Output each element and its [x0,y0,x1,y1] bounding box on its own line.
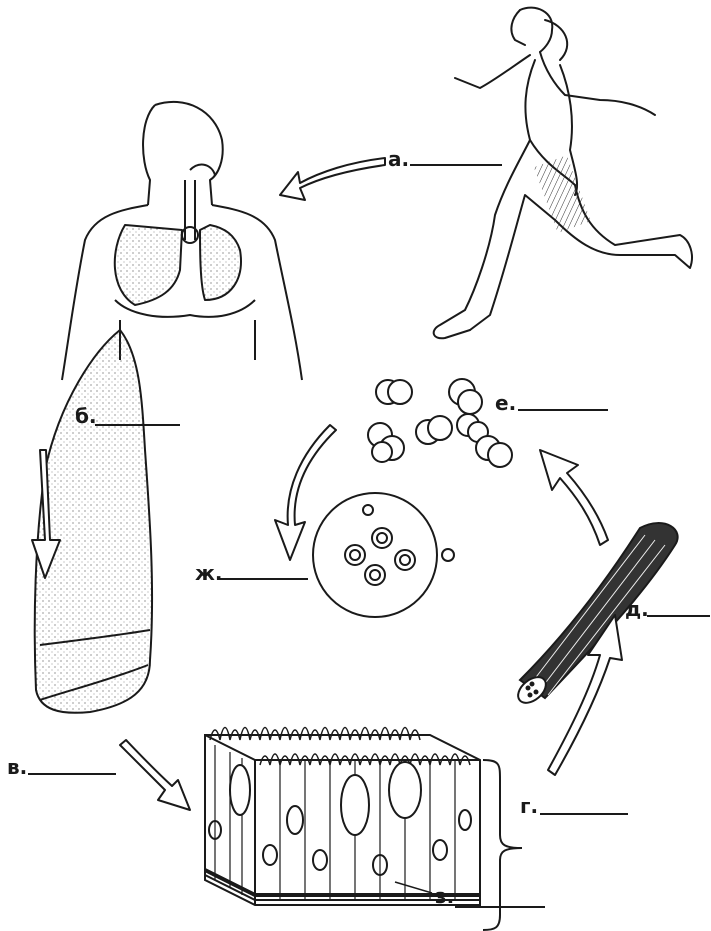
cell-figure [313,493,454,617]
answer-line-e[interactable] [518,409,608,411]
label-v: в. [7,756,27,778]
label-z: з. [435,885,454,907]
epithelium-figure [205,728,480,906]
answer-line-z[interactable] [455,906,545,908]
label-a: а. [388,148,409,170]
arrow-muscle-to-blood [540,450,608,545]
label-e: е. [495,392,516,414]
label-zh: ж. [195,562,223,584]
arrow-runner-to-body [280,158,385,200]
runner-figure [434,8,692,339]
lung-lobe-figure [35,330,152,713]
answer-line-g[interactable] [540,813,628,815]
answer-line-d[interactable] [647,615,710,617]
answer-line-b[interactable] [95,424,180,426]
respiratory-figure [62,102,302,380]
bracket [483,760,522,930]
label-g: г. [520,795,538,817]
label-d: д. [625,598,649,620]
label-b: б. [75,405,97,427]
arrow-blood-to-cell [275,425,336,560]
arrow-lung-to-epithelium [120,740,190,810]
answer-line-v[interactable] [28,773,116,775]
answer-line-a[interactable] [410,164,502,166]
blood-cells-figure [368,379,512,467]
answer-line-zh[interactable] [220,578,308,580]
